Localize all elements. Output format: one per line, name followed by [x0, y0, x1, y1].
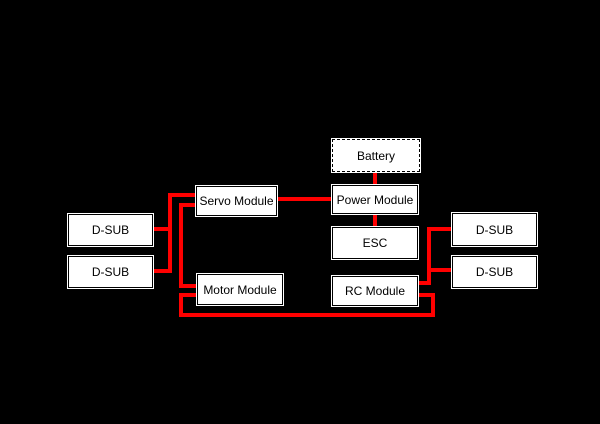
- node-dsub-right-top: D-SUB: [451, 212, 538, 247]
- wire-motor-rc-bottom: [179, 313, 435, 317]
- wire-rc-in-stub: [418, 281, 431, 285]
- wire-dsub-left-top-stub: [153, 227, 172, 231]
- wire-dsub-left-bottom-stub: [153, 269, 172, 273]
- node-esc: ESC: [331, 226, 419, 260]
- node-battery: Battery: [331, 138, 421, 173]
- wire-servo-dsub-left-stub: [168, 193, 198, 197]
- wire-battery-power: [373, 172, 377, 185]
- wire-servo-motor-stub: [179, 203, 198, 207]
- wire-dsub-left-trunk: [168, 193, 172, 273]
- wire-servo-motor-trunk: [179, 203, 183, 288]
- wire-motor-rc-left-drop: [179, 293, 183, 317]
- wire-motor-rc-right-rise: [431, 293, 435, 317]
- node-motor-module: Motor Module: [196, 273, 284, 306]
- wire-power-esc: [373, 214, 377, 227]
- wire-dsub-right-bottom-stub: [427, 268, 452, 272]
- wire-motor-out-stub: [179, 293, 199, 297]
- node-dsub-right-bottom: D-SUB: [451, 255, 538, 289]
- node-rc-module: RC Module: [331, 275, 419, 307]
- wire-rc-out-stub: [418, 293, 431, 297]
- wire-motor-in-stub: [179, 284, 199, 288]
- wire-servo-power: [277, 197, 332, 201]
- node-dsub-left-bottom: D-SUB: [67, 255, 154, 289]
- node-dsub-left-top: D-SUB: [67, 213, 154, 247]
- wire-dsub-right-top-stub: [427, 227, 452, 231]
- node-power-module: Power Module: [331, 184, 419, 215]
- wire-dsub-right-trunk: [427, 227, 431, 285]
- node-servo-module: Servo Module: [195, 185, 278, 217]
